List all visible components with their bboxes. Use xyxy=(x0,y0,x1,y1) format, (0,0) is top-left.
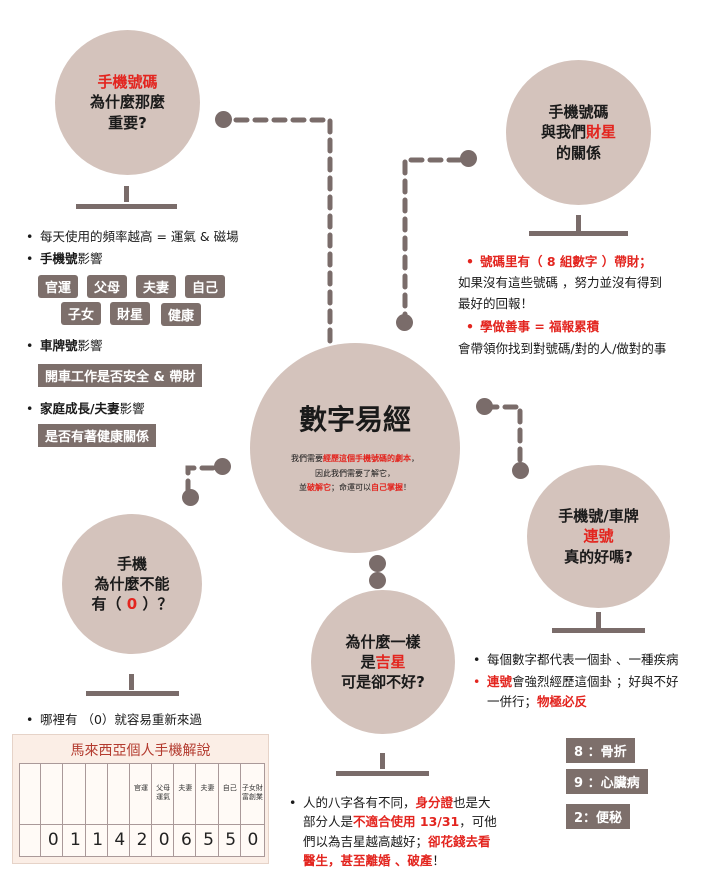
bottom-title-3: 可是卻不好? xyxy=(341,673,425,692)
connector-right xyxy=(483,404,523,468)
connector-dot xyxy=(215,111,232,128)
chip-family: 是否有著健康關係 xyxy=(38,424,157,447)
topleft-bullet-2: 手機號影響 xyxy=(26,250,102,268)
chip-car: 開車工作是否安全 & 帶財 xyxy=(38,364,203,387)
chip-constipation: 2：便秘 xyxy=(566,804,631,829)
table-digit: 5 xyxy=(203,830,214,850)
table-header-cell: 自己 xyxy=(220,764,241,856)
bottom-bullet: 人的八字各有不同，身分證也是大 部分人是不適合使用 13/31，可他 們以為吉星… xyxy=(289,793,497,871)
table-digit: 6 xyxy=(180,830,192,850)
bottom-stand xyxy=(380,753,385,769)
topleft-title-1: 手機號碼 xyxy=(97,73,158,92)
topleft-bullet-1: 每天使用的頻率越高 = 運氣 & 磁場 xyxy=(26,228,239,246)
table-header-cell xyxy=(64,764,86,856)
chip-heart: 9 ：心臟病 xyxy=(566,769,648,794)
table-digit: 2 xyxy=(136,830,148,850)
topleft-title-3: 重要? xyxy=(108,113,147,132)
midright-title-2: 連號 xyxy=(583,527,614,546)
midright-title-1: 手機號/車牌 xyxy=(558,507,639,526)
leftlow-base xyxy=(86,691,179,696)
topleft-bullet-4: 家庭成長/夫妻影響 xyxy=(26,400,145,418)
table-header-cell: 夫妻 xyxy=(175,764,197,856)
chip-guanyun: 官運 xyxy=(38,275,79,298)
bottom-base xyxy=(336,771,429,776)
chip-jiankang: 健康 xyxy=(161,303,202,326)
table-header-cell: 官運 xyxy=(131,764,153,856)
leftlow-title-3: 有（ 0 ）？ xyxy=(91,595,173,614)
topright-text-3: 會帶領你找到對號碼/對的人/做對的事 xyxy=(458,341,667,356)
bottom-circle: 為什麼一樣 是吉星 可是卻不好? xyxy=(311,590,455,734)
table-header-cell: 子女財富創業 xyxy=(241,784,263,802)
connector-dot xyxy=(476,398,493,415)
leftlow-title-1: 手機 xyxy=(116,554,147,573)
midright-circle: 手機號/車牌 連號 真的好嗎? xyxy=(527,465,670,608)
connector-dot xyxy=(369,572,386,589)
topleft-bullet-3: 車牌號影響 xyxy=(26,337,102,355)
bottom-title-2: 是吉星 xyxy=(360,652,406,671)
topleft-base xyxy=(76,204,177,209)
midright-stand xyxy=(596,612,601,628)
connector-dot xyxy=(460,150,477,167)
center-title: 數字易經 xyxy=(298,402,411,436)
chip-fuqi: 夫妻 xyxy=(136,275,177,298)
chip-zinu: 子女 xyxy=(61,302,102,325)
midright-bullet-1: 每個數字都代表一個卦 、一種疾病 xyxy=(473,651,679,669)
topright-base xyxy=(529,231,628,236)
connector-topright xyxy=(402,157,463,318)
bottom-title-1: 為什麼一樣 xyxy=(345,632,421,651)
topright-circle: 手機號碼 與我們財星 的關係 xyxy=(506,60,651,205)
table-header-cell: 父母運氣 xyxy=(153,764,175,856)
table-digit: 4 xyxy=(114,830,126,850)
topright-stand xyxy=(576,215,581,231)
leftlow-stand xyxy=(129,674,134,690)
topright-bullet-2: 學做善事 = 福報累積 xyxy=(466,318,599,336)
table-header-cell xyxy=(42,764,64,856)
chip-fracture: 8 ：骨折 xyxy=(566,738,635,763)
center-circle: 數字易經 我們需要經歷這個手機號碼的劇本， 因此我們需要了解它， 並破解它；命運… xyxy=(250,343,460,553)
midright-bullet-2-cont: 一併行；物極必反 xyxy=(487,694,588,709)
center-line-1: 我們需要經歷這個手機號碼的劇本， xyxy=(291,454,419,464)
leftlow-title-2: 為什麼不能 xyxy=(94,574,170,593)
table-header-cell: 夫妻 xyxy=(197,764,219,856)
connector-dot xyxy=(396,314,413,331)
connector-dot xyxy=(182,489,199,506)
table-digit: 5 xyxy=(225,830,237,850)
topright-text-2: 最好的回報！ xyxy=(458,296,534,311)
connector-left xyxy=(185,465,216,495)
table-digit: 0 xyxy=(158,830,170,850)
connector-dot xyxy=(512,462,529,479)
topright-title-2: 與我們財星 xyxy=(540,123,617,142)
midright-base xyxy=(552,628,645,633)
topright-bullet-1: 號碼里有（ 8 組數字 ）帶財； xyxy=(466,253,652,271)
topleft-circle: 手機號碼 為什麼那麼 重要? xyxy=(55,30,200,175)
topright-title-1: 手機號碼 xyxy=(548,103,609,122)
table-digit: 0 xyxy=(47,830,59,850)
midright-bullet-2: 連號會強烈經歷這個卦 ；好與不好 xyxy=(473,673,678,691)
table-header-cell xyxy=(20,764,42,856)
connector-dot xyxy=(214,458,231,475)
connector-dot xyxy=(369,555,386,572)
center-line-2: 因此我們需要了解它， xyxy=(315,468,395,478)
table-digit: 0 xyxy=(247,830,259,850)
topleft-title-2: 為什麼那麼 xyxy=(89,93,165,112)
leftlow-circle: 手機 為什麼不能 有（ 0 ）？ xyxy=(62,514,202,654)
midright-title-3: 真的好嗎? xyxy=(564,547,633,566)
table-header-cell xyxy=(109,764,130,856)
connector-topleft xyxy=(233,117,333,353)
leftlow-bullet: 哪裡有 （0）就容易重新來過 xyxy=(26,711,202,729)
table-digit: 1 xyxy=(70,830,81,850)
chip-fumu: 父母 xyxy=(87,275,128,298)
table-title: 馬來西亞個人手機解說 xyxy=(70,743,211,759)
topleft-stand xyxy=(124,186,129,202)
topright-title-3: 的關係 xyxy=(555,143,601,162)
chip-ziji: 自己 xyxy=(185,275,226,298)
center-line-3: 並破解它；命運可以自己掌握！ xyxy=(299,483,411,493)
table-digit: 1 xyxy=(92,830,104,850)
table-header-cell xyxy=(87,764,108,856)
chip-caixing: 財星 xyxy=(110,302,151,325)
topright-text-1: 如果沒有這些號碼 ，努力並沒有得到 xyxy=(458,275,662,290)
